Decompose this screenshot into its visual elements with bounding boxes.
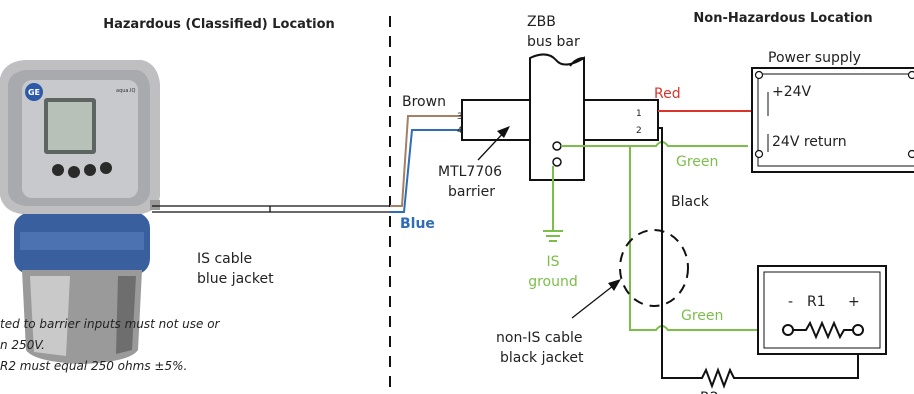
lcd-display [48,102,92,150]
is-ground-label-1: IS [546,254,559,270]
sensor-model-label: aqua.IQ [116,88,136,94]
r1-resistor-icon [793,320,853,340]
blue-wire-label: Blue [400,216,435,232]
brown-wire [390,115,462,207]
non-is-cable-label-1: non-IS cable [496,330,583,346]
barrier-label-2: barrier [448,184,495,200]
ge-logo-icon [25,83,43,101]
black-wire [658,127,696,379]
power-supply-plus-terminal: +24V [772,84,812,100]
busbar-label-2: bus bar [527,34,580,50]
busbar-label-1: ZBB [527,14,556,30]
brown-wire-label: Brown [402,94,446,110]
non-is-cable-label-2: black jacket [500,350,584,366]
busbar-terminal-bottom-icon [552,157,562,167]
r1-minus-terminal-icon [782,324,794,336]
non-is-cable-highlight [619,229,689,307]
r2-resistor-icon [696,367,738,389]
barrier-label-1: MTL7706 [438,164,502,180]
r1-minus-label: - [788,294,793,310]
power-supply-return-terminal: 24V return [772,134,847,150]
sensor-button-3 [84,164,96,176]
green-wire-bottom-label: Green [681,308,723,324]
note-line-1: ted to barrier inputs must not use or [0,317,221,331]
sensor-device: GE aqua.IQ [0,60,160,364]
hazardous-location-heading: Hazardous (Classified) Location [103,17,335,32]
barrier-terminal-4: 4 [457,126,463,136]
r1-plus-terminal-icon [852,324,864,336]
green-wire-top [561,141,748,147]
is-cable [152,205,390,213]
note-line-3: R2 must equal 250 ohms ±5%. [0,359,187,373]
sensor-button-1 [52,164,64,176]
busbar-terminal-top-icon [552,141,562,151]
is-cable-label-2: blue jacket [197,271,274,287]
power-supply-title: Power supply [768,50,861,66]
sensor-button-4 [100,162,112,174]
is-ground-icon [543,166,563,242]
non-hazardous-location-heading: Non-Hazardous Location [693,11,872,26]
r2-label: R2 [700,390,719,394]
sensor-button-2 [68,166,80,178]
non-is-cable-pointer [571,281,619,319]
barrier-arrowhead-icon [497,126,510,138]
r1-plus-label: + [848,294,860,310]
power-supply [751,67,914,173]
blue-wire [390,129,462,213]
barrier-terminal-2: 2 [636,126,642,136]
barrier-terminal-3: 3 [457,112,463,122]
note-line-2: n 250V. [0,338,45,352]
r1-box [757,265,887,355]
black-wire-label: Black [671,194,710,210]
barrier-terminal-1: 1 [636,109,642,119]
is-ground-label-2: ground [528,274,578,290]
green-wire-top-label: Green [676,154,718,170]
is-cable-label-1: IS cable [197,251,252,267]
sensor-brand-label: GE [28,88,40,97]
red-wire-label: Red [654,86,681,102]
r1-label: R1 [807,294,826,310]
zbb-bus-bar [529,53,585,181]
non-is-cable-arrowhead-icon [608,279,621,291]
